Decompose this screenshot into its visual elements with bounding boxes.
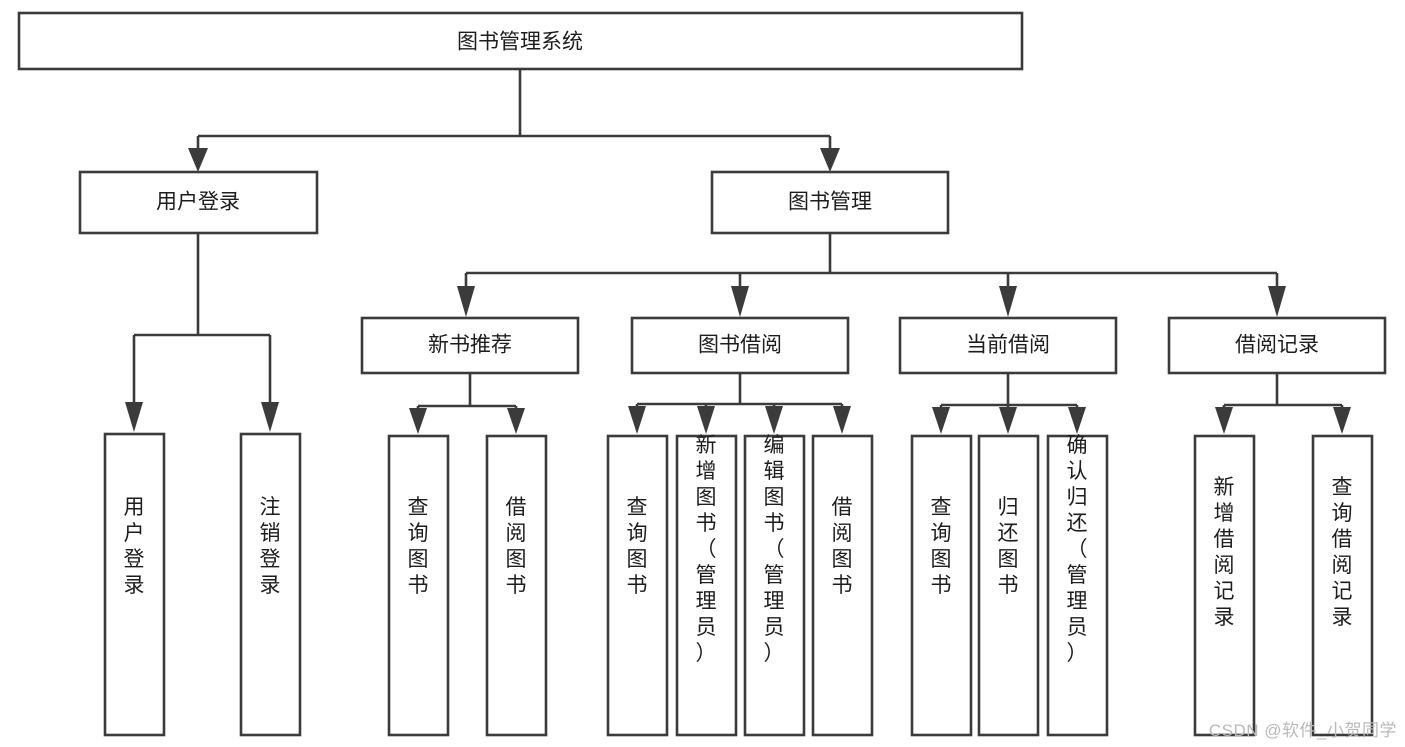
connector-group-new-book-recommend <box>409 373 525 434</box>
node-leaf-logout-login-box[interactable] <box>239 432 302 737</box>
node-leaf-borrow-book-2-label: 借阅图书 <box>832 496 853 597</box>
node-new-book-recommend[interactable]: 新书推荐 <box>360 316 580 375</box>
node-root-label: 图书管理系统 <box>457 31 583 54</box>
arrow-head-leaf-add-record <box>1215 407 1233 434</box>
node-current-borrow-box[interactable] <box>898 316 1118 375</box>
node-leaf-query-book-3[interactable]: 查询图书 <box>910 434 973 737</box>
node-leaf-borrow-book-1-label: 借阅图书 <box>506 496 527 597</box>
arrow-head-book-borrow <box>731 286 749 317</box>
node-leaf-query-record-label: 查询借阅记录 <box>1332 476 1353 629</box>
node-user-login[interactable]: 用户登录 <box>78 170 319 235</box>
node-user-login-label: 用户登录 <box>156 191 240 214</box>
node-leaf-user-login-box[interactable] <box>103 432 166 737</box>
node-borrow-record-label: 借阅记录 <box>1235 334 1319 357</box>
node-leaf-query-book-2-box[interactable] <box>606 434 669 737</box>
connector-group-root <box>188 69 840 172</box>
node-leaf-query-book-2-label: 查询图书 <box>627 496 648 597</box>
arrow-head-leaf-confirm-return <box>1068 407 1086 434</box>
node-leaf-add-book[interactable]: 新增图书（管理员） <box>675 434 738 737</box>
arrow-head-leaf-borrow-book-2 <box>833 406 851 434</box>
node-leaf-add-book-box[interactable] <box>675 434 738 737</box>
node-borrow-record-box[interactable] <box>1167 316 1387 375</box>
csdn-watermark: CSDN @软件_小贺同学 <box>1208 721 1397 740</box>
node-leaf-add-record-box[interactable] <box>1193 434 1256 737</box>
arrow-head-new-book-recommend <box>457 286 475 317</box>
arrow-head-leaf-edit-book <box>765 406 783 434</box>
node-leaf-user-login[interactable]: 用户登录 <box>103 432 166 737</box>
node-new-book-recommend-box[interactable] <box>360 316 580 375</box>
node-leaf-edit-book-box[interactable] <box>743 434 806 737</box>
arrow-head-leaf-query-record <box>1333 407 1351 434</box>
arrow-head-leaf-borrow-book-1 <box>507 408 525 434</box>
arrow-head-current-borrow <box>999 286 1017 317</box>
node-leaf-borrow-book-1-box[interactable] <box>485 434 548 737</box>
arrow-head-leaf-query-book-2 <box>628 406 646 434</box>
node-leaf-edit-book-label: 编辑图书（管理员） <box>764 434 785 665</box>
connector-group-current-borrow <box>932 373 1086 434</box>
node-leaf-return-book[interactable]: 归还图书 <box>977 434 1040 737</box>
arrow-head-leaf-return-book <box>999 407 1017 434</box>
node-leaf-logout-login-label: 注销登录 <box>260 496 281 597</box>
node-leaf-confirm-return[interactable]: 确认归还（管理员） <box>1046 434 1109 737</box>
node-leaf-query-record[interactable]: 查询借阅记录 <box>1311 434 1374 737</box>
node-leaf-query-book-2[interactable]: 查询图书 <box>606 434 669 737</box>
node-root-box[interactable] <box>17 11 1024 71</box>
connector-group-book-management <box>457 233 1286 317</box>
node-leaf-confirm-return-box[interactable] <box>1046 434 1109 737</box>
node-new-book-recommend-label: 新书推荐 <box>428 334 512 357</box>
node-leaf-query-book-1[interactable]: 查询图书 <box>387 434 450 737</box>
node-leaf-borrow-book-1[interactable]: 借阅图书 <box>485 434 548 737</box>
arrow-head-user-login <box>188 148 208 172</box>
connector-group-user-login <box>125 233 279 432</box>
node-leaf-borrow-book-2-box[interactable] <box>811 434 874 737</box>
node-leaf-logout-login[interactable]: 注销登录 <box>239 432 302 737</box>
connector-group-book-borrow <box>628 373 851 434</box>
node-leaf-edit-book[interactable]: 编辑图书（管理员） <box>743 434 806 737</box>
node-leaf-query-book-1-box[interactable] <box>387 434 450 737</box>
node-leaf-add-record-label: 新增借阅记录 <box>1214 476 1235 629</box>
node-borrow-record[interactable]: 借阅记录 <box>1167 316 1387 375</box>
node-leaf-add-record[interactable]: 新增借阅记录 <box>1193 434 1256 737</box>
node-user-login-box[interactable] <box>78 170 319 235</box>
connector-group-borrow-record <box>1215 373 1351 434</box>
node-leaf-borrow-book-2[interactable]: 借阅图书 <box>811 434 874 737</box>
node-current-borrow-label: 当前借阅 <box>966 334 1050 357</box>
arrow-head-leaf-logout-login <box>261 402 279 432</box>
arrow-head-leaf-user-login <box>125 402 143 432</box>
node-leaf-query-book-3-label: 查询图书 <box>931 496 952 597</box>
arrow-head-book-management <box>820 148 840 172</box>
arrow-head-leaf-add-book <box>697 406 715 434</box>
node-book-borrow[interactable]: 图书借阅 <box>630 316 850 375</box>
arrow-head-leaf-query-book-1 <box>409 408 427 434</box>
arrow-head-leaf-query-book-3 <box>932 407 950 434</box>
node-book-borrow-box[interactable] <box>630 316 850 375</box>
node-leaf-user-login-label: 用户登录 <box>124 496 145 597</box>
node-leaf-return-book-box[interactable] <box>977 434 1040 737</box>
node-leaf-query-record-box[interactable] <box>1311 434 1374 737</box>
arrow-head-borrow-record <box>1268 286 1286 317</box>
node-leaf-return-book-label: 归还图书 <box>998 496 1019 597</box>
node-leaf-add-book-label: 新增图书（管理员） <box>696 434 717 665</box>
node-book-management-box[interactable] <box>710 170 950 235</box>
node-leaf-confirm-return-label: 确认归还（管理员） <box>1067 434 1088 665</box>
node-leaf-query-book-1-label: 查询图书 <box>408 496 429 597</box>
node-leaf-query-book-3-box[interactable] <box>910 434 973 737</box>
node-root[interactable]: 图书管理系统 <box>17 11 1024 71</box>
node-book-management[interactable]: 图书管理 <box>710 170 950 235</box>
node-book-management-label: 图书管理 <box>788 191 872 214</box>
node-book-borrow-label: 图书借阅 <box>698 334 782 357</box>
node-current-borrow[interactable]: 当前借阅 <box>898 316 1118 375</box>
